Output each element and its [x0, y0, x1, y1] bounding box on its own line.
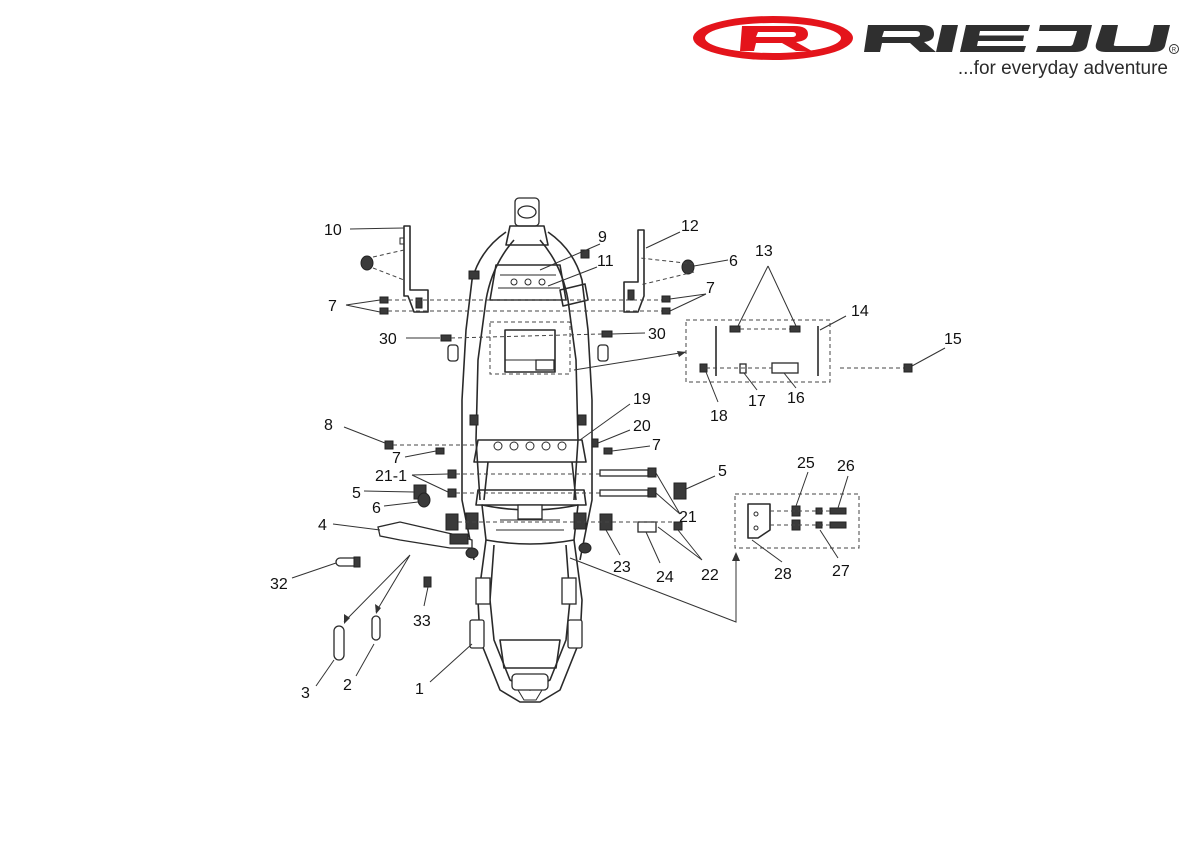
grommet-6-left-mid — [417, 492, 431, 508]
part-label-5-left: 5 — [352, 485, 361, 502]
engine-mount-kit — [685, 319, 831, 383]
brand-tagline: ...for everyday adventure — [957, 58, 1168, 79]
spacer-24 — [637, 521, 657, 533]
part-label-24: 24 — [656, 569, 674, 586]
part-label-8: 8 — [324, 417, 333, 434]
part-label-15: 15 — [944, 331, 962, 348]
bolt-30-right — [601, 330, 613, 338]
part-label-12: 12 — [681, 218, 699, 235]
part-label-30-right: 30 — [648, 326, 666, 343]
part-label-28: 28 — [774, 566, 792, 583]
part-label-13: 13 — [755, 243, 773, 260]
grommet-6-right-top — [681, 259, 695, 275]
long-bolts-21 — [456, 467, 657, 498]
part-label-16: 16 — [787, 390, 805, 407]
bolts-7-top-left — [379, 296, 389, 315]
part-label-22: 22 — [701, 567, 719, 584]
part-label-27: 27 — [832, 563, 850, 580]
part-label-18: 18 — [710, 408, 728, 425]
assembly-lines — [372, 249, 695, 339]
part-label-6-mid: 6 — [372, 500, 381, 517]
part-labels: 10 12 9 11 6 13 7 7 14 15 30 30 16 17 18… — [270, 218, 962, 702]
rear-bracket-kit — [734, 493, 860, 549]
logo-r-mark — [740, 26, 812, 51]
part-label-5-right: 5 — [718, 463, 727, 480]
spring-2 — [371, 615, 381, 641]
part-label-17: 17 — [748, 393, 766, 410]
part-label-26: 26 — [837, 458, 855, 475]
part-label-32: 32 — [270, 576, 288, 593]
bolts-21-1 — [447, 469, 457, 498]
part-label-11: 11 — [597, 253, 614, 270]
washer-20 — [591, 438, 599, 448]
part-label-7-mid-right: 7 — [652, 437, 661, 454]
bushing-5-right — [673, 482, 687, 500]
part-label-1: 1 — [415, 681, 424, 698]
grommet-6-left-top — [360, 255, 374, 271]
part-label-2: 2 — [343, 677, 352, 694]
part-label-4: 4 — [318, 517, 327, 534]
part-label-20: 20 — [633, 418, 651, 435]
bolt-33 — [423, 576, 432, 588]
part-label-25: 25 — [797, 455, 815, 472]
svg-text:R: R — [1172, 48, 1177, 54]
right-bracket-12 — [623, 229, 645, 313]
rieju-logo: R — [693, 16, 1179, 60]
part-label-21: 21 — [679, 509, 697, 526]
main-frame — [447, 197, 609, 703]
part-label-3: 3 — [301, 685, 310, 702]
part-label-14: 14 — [851, 303, 869, 320]
footrest-4 — [377, 521, 473, 549]
long-bolt-15 — [840, 363, 913, 373]
part-label-7-top-left: 7 — [328, 298, 337, 315]
bolts-7-top-right — [661, 295, 671, 315]
left-bracket-10 — [399, 225, 429, 313]
arrowheads — [344, 351, 740, 624]
part-label-33: 33 — [413, 613, 431, 630]
part-label-10: 10 — [324, 222, 342, 239]
part-label-23: 23 — [613, 559, 631, 576]
part-label-6-top: 6 — [729, 253, 738, 270]
logo-wordmark — [864, 25, 1170, 52]
leader-lines — [291, 227, 946, 687]
part-label-9: 9 — [598, 229, 607, 246]
part-label-21-1: 21-1 — [375, 468, 407, 485]
spring-3 — [333, 625, 345, 661]
part-label-19: 19 — [633, 391, 651, 408]
bolt-30-left — [440, 334, 452, 342]
pin-32 — [335, 556, 361, 568]
part-label-30-left: 30 — [379, 331, 397, 348]
part-label-7-top-right: 7 — [706, 280, 715, 297]
long-bolt-8 — [384, 440, 478, 450]
part-label-7-mid-left: 7 — [392, 450, 401, 467]
bushings-23 — [445, 513, 613, 531]
